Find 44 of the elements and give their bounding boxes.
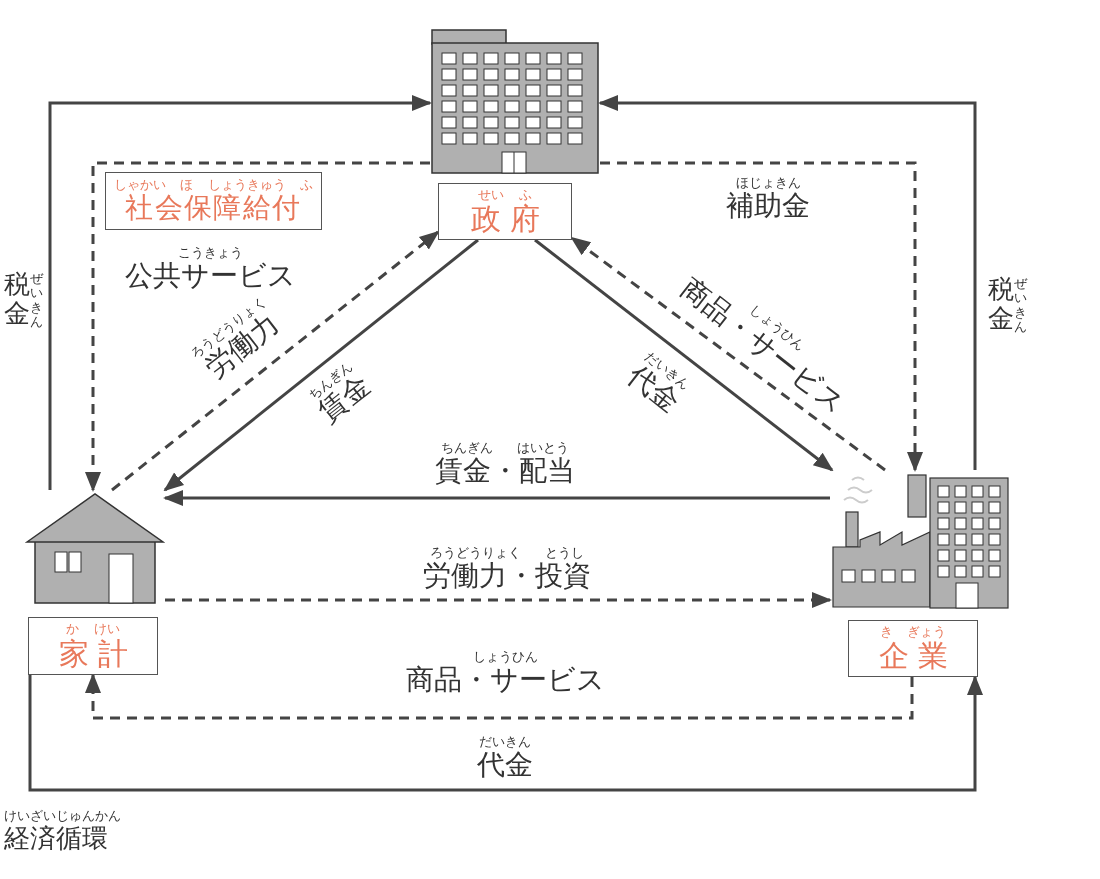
dashed-arrow	[85, 673, 914, 720]
furigana: ろうどうりょく とうし	[429, 544, 585, 560]
arrow	[163, 238, 479, 492]
furigana: しゃかい ほ しょうきゅう ふ	[113, 178, 314, 193]
dashed-arrow	[570, 236, 886, 472]
dashed-arrow	[85, 161, 430, 492]
furigana: ほじょきん	[735, 174, 801, 190]
label-box	[105, 172, 322, 230]
furigana: せい ふ	[478, 187, 532, 203]
furigana: けいざいじゅんかん	[3, 807, 121, 824]
edge-label: 労働力・投資	[423, 560, 591, 592]
edge-label: 公共サービス	[124, 260, 296, 292]
edge-label: 税金	[3, 270, 30, 328]
furigana: ぜいきん	[29, 272, 43, 330]
furigana: ぜいきん	[1013, 277, 1027, 335]
furigana: ちんぎん はいとう	[440, 439, 570, 455]
furigana: か けい	[66, 622, 120, 637]
dashed-arrow	[165, 592, 832, 608]
furigana: き ぎょう	[879, 624, 947, 640]
house-drawing	[25, 490, 165, 605]
edge-label: 商品・サービス	[405, 664, 605, 696]
node-label: 家計	[58, 636, 137, 670]
edge-label: 賃金・配当	[435, 455, 575, 487]
furigana: こうきょう	[177, 244, 243, 261]
title: 経済循環	[3, 823, 108, 853]
label-box	[848, 620, 978, 677]
arrow	[598, 95, 977, 470]
arrow	[28, 675, 983, 792]
furigana: だいきん	[479, 733, 531, 750]
arrow	[163, 490, 830, 506]
government-building-drawing	[430, 28, 600, 175]
label-box	[438, 183, 572, 240]
node-label: 政府	[470, 202, 549, 236]
node-label: 社会保障給付	[125, 192, 302, 224]
edge-label: 税金	[987, 275, 1014, 333]
dashed-arrow	[111, 230, 440, 492]
node-label: 企業	[878, 639, 957, 673]
label-box	[28, 617, 158, 675]
edge-label: 代金	[477, 749, 533, 781]
arrow	[534, 238, 834, 472]
furigana: しょうひん	[472, 648, 538, 665]
arrow	[48, 95, 432, 490]
edge-label: 補助金	[726, 190, 810, 222]
dashed-arrow	[600, 161, 923, 472]
